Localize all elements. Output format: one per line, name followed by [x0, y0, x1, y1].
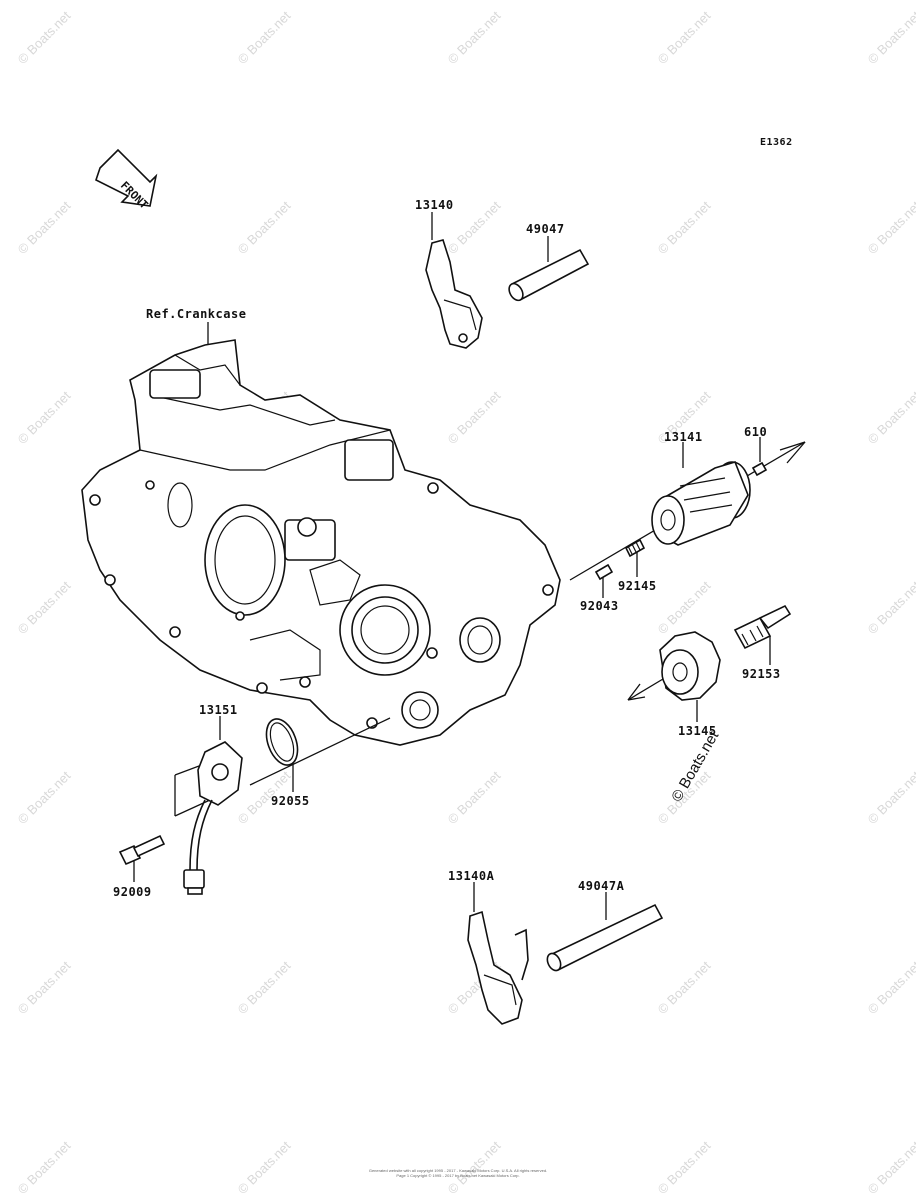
part-label-92153[interactable]: 92153	[742, 667, 781, 681]
neutral-switch-13151-drawing	[183, 741, 243, 895]
part-label-49047[interactable]: 49047	[526, 222, 565, 236]
footer-line-1: Generated website with all copyright 199…	[368, 1168, 548, 1173]
pin-92043-drawing	[594, 563, 614, 581]
shift-fork-13140-drawing	[425, 239, 483, 349]
part-label-13145[interactable]: 13145	[678, 724, 717, 738]
o-ring-92055-drawing	[265, 718, 299, 766]
part-label-13140A[interactable]: 13140A	[448, 869, 495, 883]
shift-fork-13140A-drawing	[467, 910, 529, 1025]
part-label-92009[interactable]: 92009	[113, 885, 152, 899]
part-label-13141[interactable]: 13141	[664, 430, 703, 444]
rod-49047-drawing	[508, 248, 590, 302]
bolt-92153-drawing	[733, 604, 792, 650]
part-label-92043[interactable]: 92043	[580, 599, 619, 613]
part-label-92145[interactable]: 92145	[618, 579, 657, 593]
copyright-footer: Generated website with all copyright 199…	[0, 1168, 916, 1178]
part-label-13151[interactable]: 13151	[199, 703, 238, 717]
spring-92145-drawing	[624, 538, 646, 558]
part-label-49047A[interactable]: 49047A	[578, 879, 625, 893]
part-label-610[interactable]: 610	[744, 425, 768, 439]
part-label-92055[interactable]: 92055	[271, 794, 310, 808]
screw-92009-drawing	[118, 834, 166, 866]
cam-plate-13145-drawing	[659, 631, 721, 701]
rod-49047A-drawing	[546, 903, 664, 972]
part-label-13140[interactable]: 13140	[415, 198, 454, 212]
footer-line-2: Page 1 Copyright © 1995 - 2017 by Boats.…	[396, 1173, 520, 1178]
leader-lines	[133, 212, 806, 920]
pin-610-drawing	[751, 461, 768, 477]
shift-drum-13141-drawing	[651, 461, 751, 546]
crankcase-drawing	[81, 339, 561, 746]
front-arrow-icon: FRONT	[95, 148, 158, 212]
diagram-code: E1362	[760, 137, 793, 148]
ref-crankcase-label: Ref.Crankcase	[146, 307, 247, 321]
